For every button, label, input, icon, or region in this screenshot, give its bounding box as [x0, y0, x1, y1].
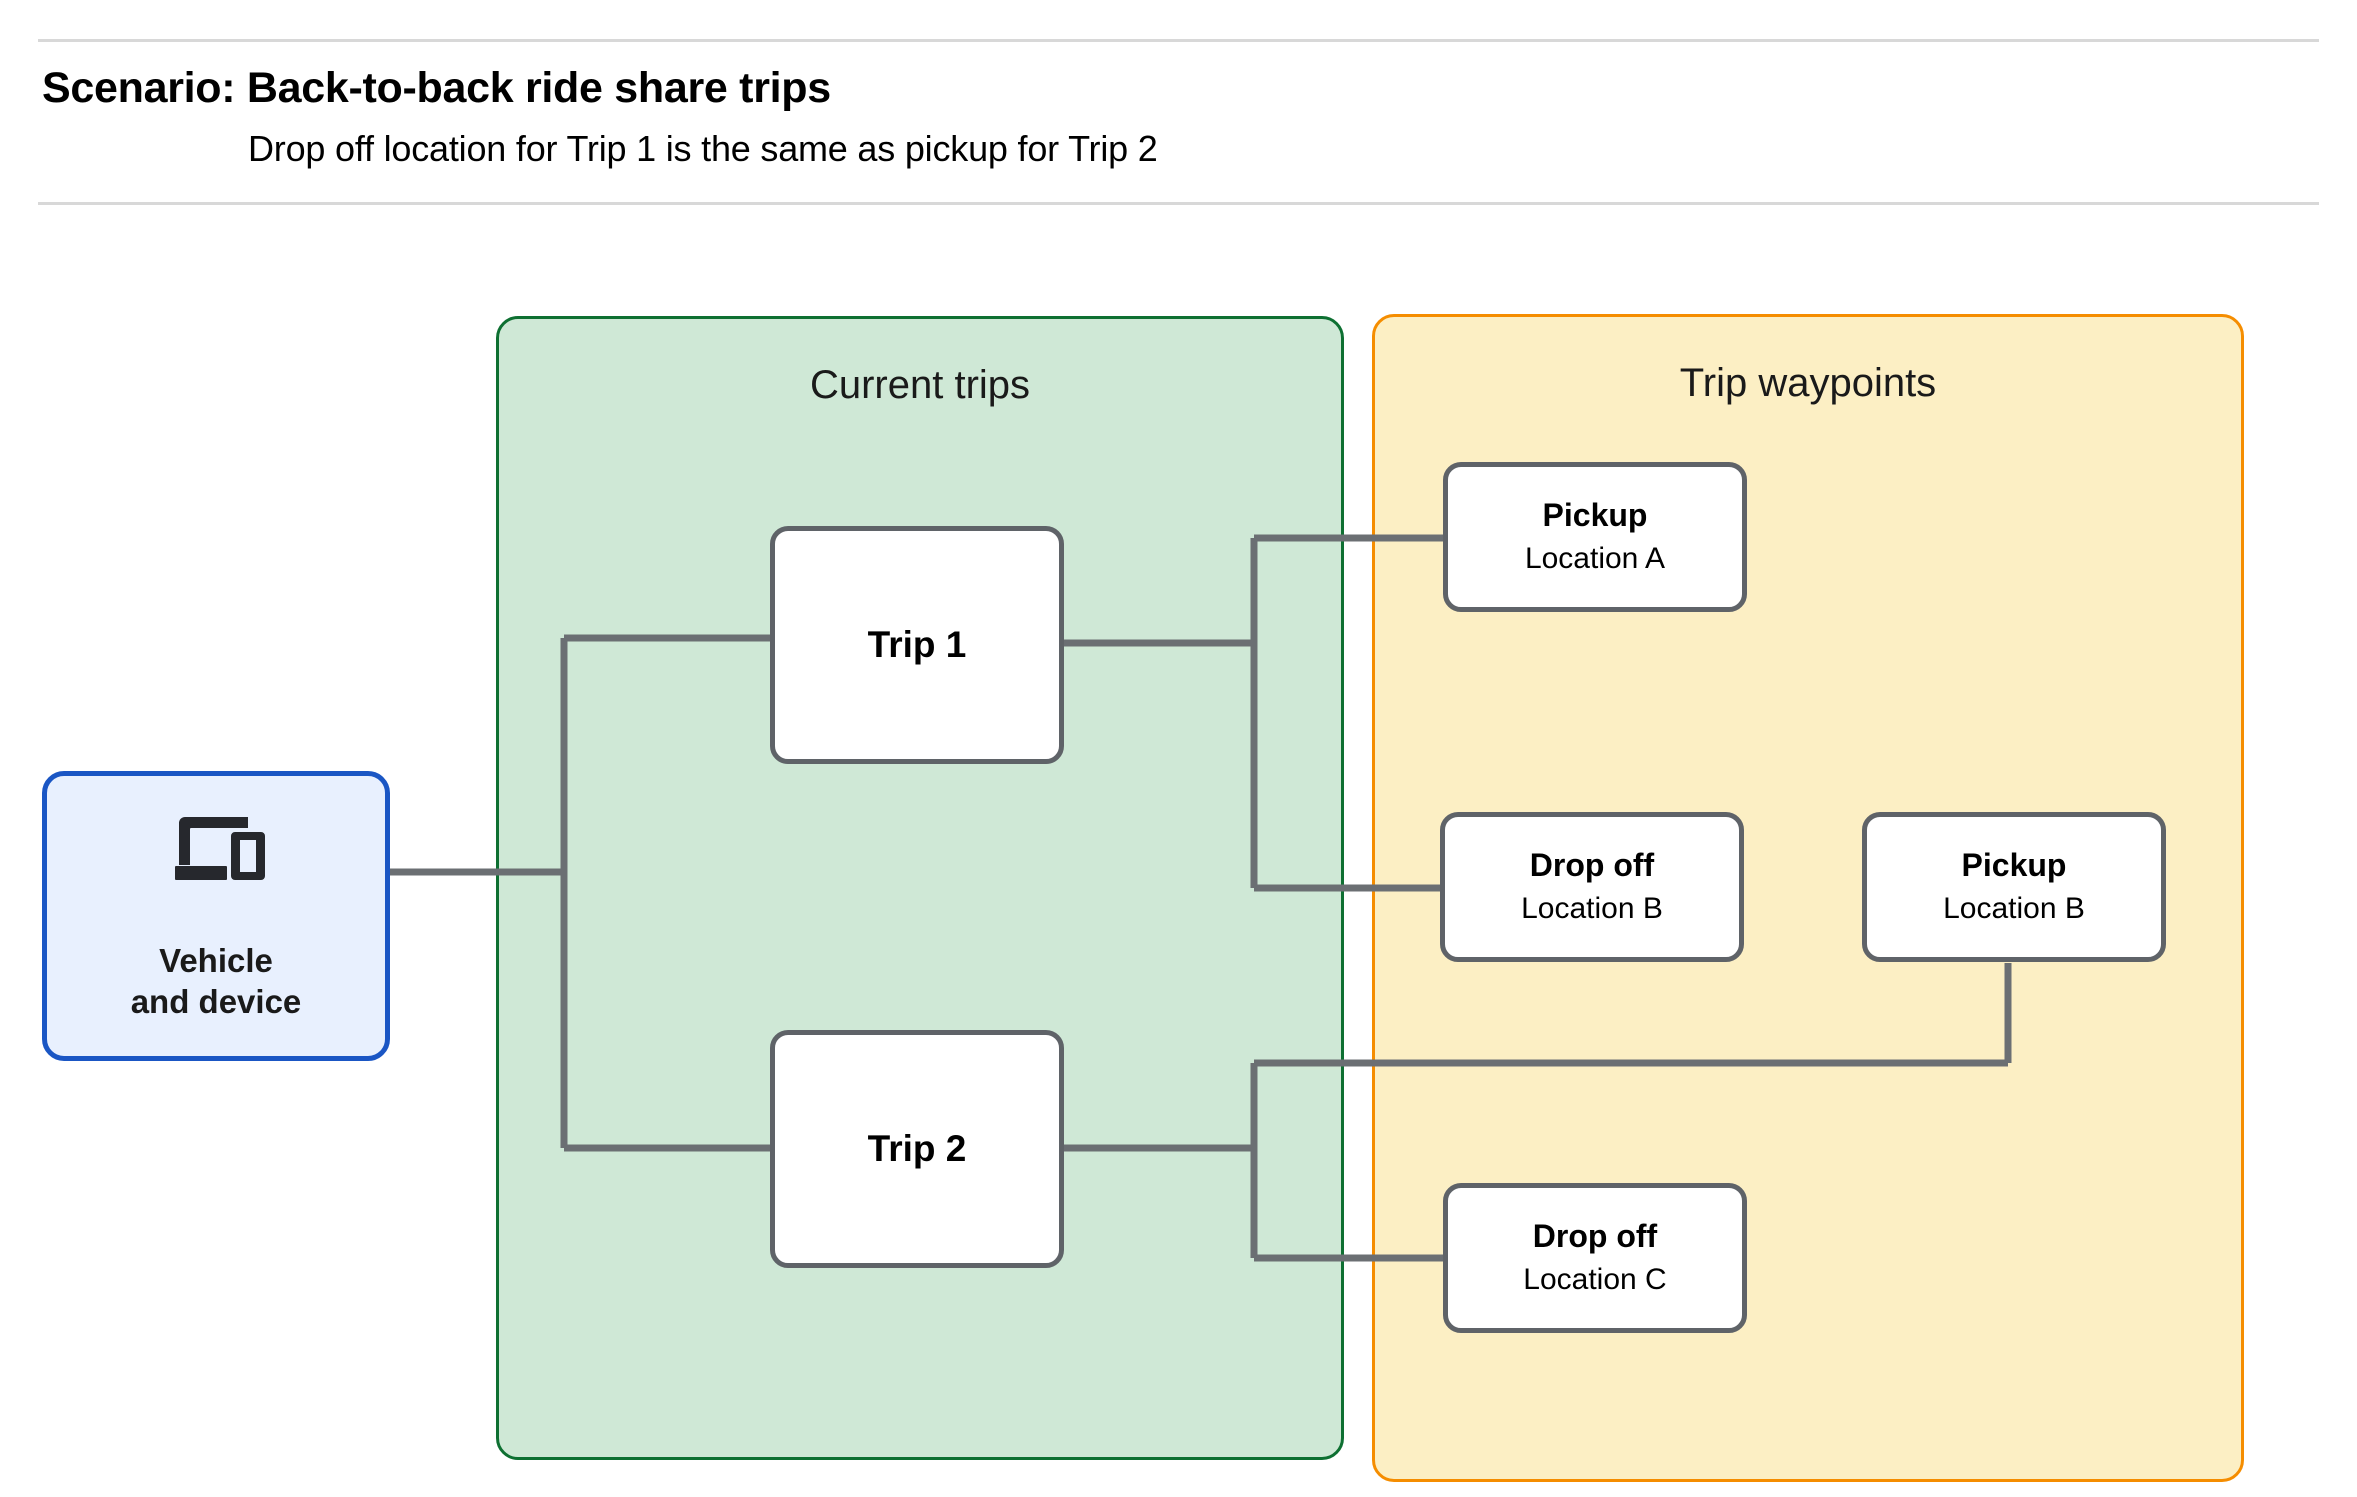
node-trip-1[interactable]: Trip 1	[770, 526, 1064, 764]
page-title: Scenario: Back-to-back ride share trips	[42, 64, 831, 112]
node-vehicle-and-device[interactable]: Vehicle and device	[42, 771, 390, 1061]
node-waypoint-dropoff-b[interactable]: Drop off Location B	[1440, 812, 1744, 962]
node-waypoint-dropoff-b-kind: Drop off	[1529, 846, 1655, 883]
node-vehicle-label-line2: and device	[130, 983, 302, 1020]
node-waypoint-pickup-a-kind: Pickup	[1542, 496, 1648, 533]
node-waypoint-pickup-b[interactable]: Pickup Location B	[1862, 812, 2166, 962]
header-divider-bottom	[38, 202, 2319, 205]
node-waypoint-dropoff-c[interactable]: Drop off Location C	[1443, 1183, 1747, 1333]
node-trip-2-label: Trip 2	[867, 1128, 967, 1169]
node-waypoint-dropoff-c-kind: Drop off	[1532, 1217, 1658, 1254]
page-subtitle: Drop off location for Trip 1 is the same…	[248, 128, 1158, 169]
node-waypoint-dropoff-c-location: Location C	[1523, 1262, 1667, 1296]
node-waypoint-pickup-b-location: Location B	[1943, 891, 2085, 925]
node-waypoint-pickup-b-kind: Pickup	[1961, 846, 2067, 883]
node-waypoint-pickup-a-location: Location A	[1524, 541, 1666, 575]
group-trip-waypoints-title: Trip waypoints	[1679, 361, 1937, 405]
devices-icon	[175, 817, 265, 881]
node-trip-1-label: Trip 1	[867, 624, 967, 665]
node-waypoint-pickup-a[interactable]: Pickup Location A	[1443, 462, 1747, 612]
group-current-trips: Current trips	[496, 316, 1344, 1460]
group-current-trips-title: Current trips	[809, 363, 1031, 407]
node-waypoint-dropoff-b-location: Location B	[1521, 891, 1663, 925]
node-trip-2[interactable]: Trip 2	[770, 1030, 1064, 1268]
node-vehicle-label-line1: Vehicle	[159, 942, 273, 980]
header-divider-top	[38, 39, 2319, 42]
